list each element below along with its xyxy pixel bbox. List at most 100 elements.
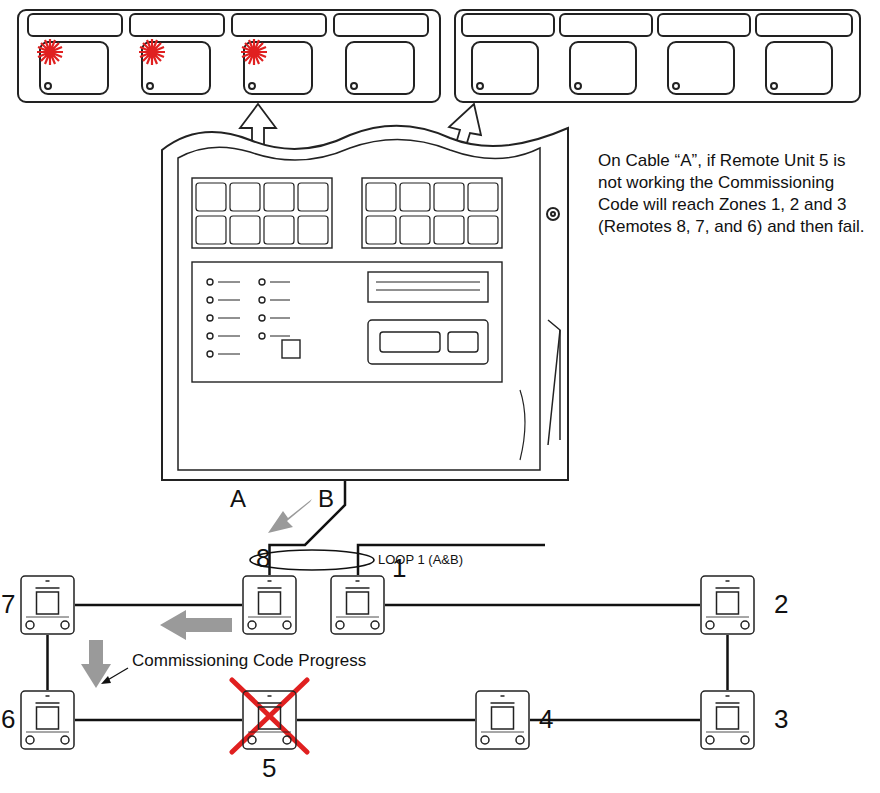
unit-button (259, 707, 281, 729)
remote-unit-outline (330, 575, 385, 635)
remote-unit-outline (242, 575, 297, 635)
unit-terminal (371, 621, 379, 629)
zone-lamp (298, 216, 328, 244)
unit-terminal (26, 736, 34, 744)
unit-button (347, 592, 369, 614)
unit-housing (21, 691, 74, 749)
unit-number: 6 (1, 704, 15, 734)
unit-line (248, 617, 291, 618)
zone-lamp (434, 183, 464, 211)
zone-lamp (468, 216, 498, 244)
unit-housing (243, 576, 296, 634)
cable-letter: A (230, 484, 246, 514)
zone-lamp (264, 183, 294, 211)
unit-terminal (61, 621, 69, 629)
remote-unit-outline (700, 575, 755, 635)
unit-number: 5 (262, 753, 276, 783)
loop-cable (46, 635, 49, 690)
zone-lamp (230, 216, 260, 244)
unit-terminal (248, 736, 256, 744)
remote-unit: 3 (700, 690, 755, 750)
unit-bar (36, 702, 60, 704)
unit-line (706, 732, 749, 733)
unit-terminal (741, 621, 749, 629)
unit-housing (701, 691, 754, 749)
unit-led (356, 580, 360, 582)
remote-unit: 1 (330, 575, 385, 635)
unit-terminal (706, 621, 714, 629)
unit-terminal (706, 736, 714, 744)
zone-lamp (230, 183, 260, 211)
unit-line (336, 617, 379, 618)
unit-number: 4 (539, 704, 553, 734)
zone-panel-left (18, 10, 440, 102)
failure-cross (232, 680, 307, 752)
zone-lamp (434, 216, 464, 244)
annotation-label: LOOP 1 (A&B) (378, 552, 518, 568)
unit-line (26, 732, 69, 733)
zone-lamp (196, 183, 226, 211)
unit-led (501, 695, 505, 697)
unit-line (26, 617, 69, 618)
remote-unit: 8 (242, 575, 297, 635)
zone-lamp (196, 183, 498, 244)
unit-led (268, 580, 272, 582)
unit-led (268, 695, 272, 697)
remote-unit-outline (475, 690, 530, 750)
loop-cable (530, 719, 700, 722)
unit-number: 3 (774, 704, 788, 734)
loop-cable (385, 604, 700, 607)
zone-lamp (400, 183, 430, 211)
unit-button (492, 707, 514, 729)
unit-button (37, 707, 59, 729)
unit-terminal (283, 736, 291, 744)
unit-housing (476, 691, 529, 749)
loop-cable (75, 604, 242, 607)
note-text: On Cable “A”, if Remote Unit 5 is not wo… (598, 150, 870, 238)
unit-bar (716, 587, 740, 589)
zone-lamp (366, 216, 396, 244)
loop-cable (726, 635, 729, 690)
remote-unit: 6 (20, 690, 75, 750)
remote-unit-outline (20, 690, 75, 750)
alarm-starburst (37, 39, 267, 65)
unit-button (717, 707, 739, 729)
loop-cable (297, 719, 475, 722)
unit-led (46, 580, 50, 582)
cable (358, 545, 545, 575)
unit-line (481, 732, 524, 733)
unit-button (259, 592, 281, 614)
unit-line (706, 617, 749, 618)
unit-bar (716, 702, 740, 704)
unit-housing (331, 576, 384, 634)
unit-button (37, 592, 59, 614)
annotation-label: Commissioning Code Progress (132, 651, 392, 671)
unit-terminal (516, 736, 524, 744)
zone-lamp (298, 183, 328, 211)
unit-housing (243, 691, 296, 749)
unit-number: 7 (1, 589, 15, 619)
unit-bar (258, 587, 282, 589)
remote-unit: 4 (475, 690, 530, 750)
unit-line (248, 732, 291, 733)
remote-unit-outline (700, 690, 755, 750)
unit-terminal (481, 736, 489, 744)
zone-lamp (196, 216, 226, 244)
zone-lamp (400, 216, 430, 244)
remote-unit-outline (242, 690, 297, 750)
zone-panel-right (455, 10, 860, 102)
loop-cable (75, 719, 242, 722)
remote-unit: 7 (20, 575, 75, 635)
remote-unit: 5 (242, 690, 297, 750)
zone-lamp (366, 183, 396, 211)
unit-number: 8 (256, 543, 270, 573)
control-section (192, 262, 525, 460)
leader-head (101, 676, 111, 684)
unit-number: 2 (774, 589, 788, 619)
zone-lamp (468, 183, 498, 211)
unit-button (717, 592, 739, 614)
zone-lamp (264, 216, 294, 244)
unit-bar (258, 702, 282, 704)
unit-led (726, 695, 730, 697)
